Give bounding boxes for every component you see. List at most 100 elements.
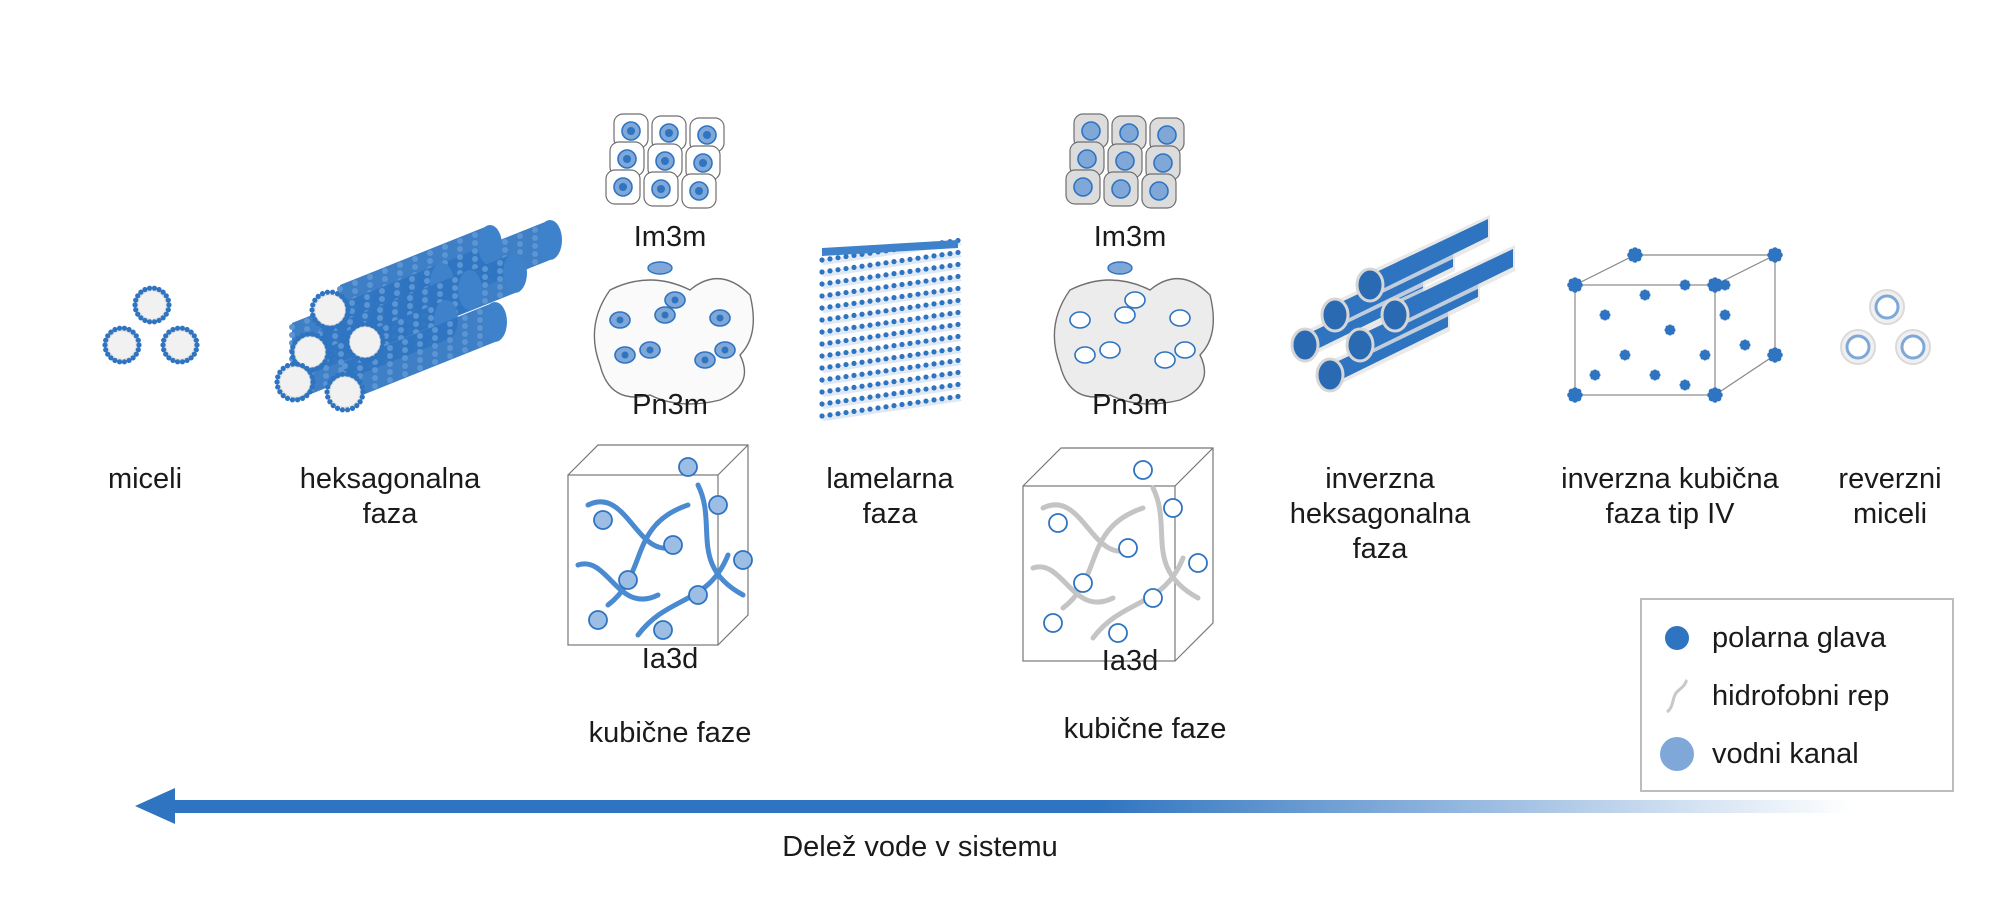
reverse-micelles-label-line1: reverzni	[1838, 463, 1942, 495]
lamellar-layer	[819, 333, 962, 361]
cubic-cell	[651, 115, 687, 151]
cubic-left-im3m-text: Im3m	[633, 221, 707, 253]
ia3d-hole	[688, 585, 708, 605]
ia3d-hole	[1143, 588, 1163, 608]
ia3d-hole	[593, 510, 613, 530]
cubic-cell	[643, 171, 679, 207]
reverse-micelle	[1869, 289, 1905, 325]
inverse-cubic-label-line2: faza tip IV	[1605, 498, 1735, 530]
hexagonal-rod-end	[344, 321, 386, 363]
cubic-cell	[1141, 173, 1177, 209]
hexagonal-phase-illustration	[274, 220, 562, 413]
lamellar-layer	[819, 357, 962, 385]
micelles-label-text: miceli	[107, 463, 183, 495]
cubic-im3m-illustration	[605, 113, 725, 209]
inverse-cubic-node	[1599, 309, 1611, 321]
micelle	[102, 325, 142, 365]
ia3d-hole	[1073, 573, 1093, 593]
cubic-right-ia3d-label: Ia3d	[1060, 644, 1200, 679]
ia3d-hole	[1163, 498, 1183, 518]
inverse-cubic-node	[1649, 369, 1661, 381]
legend-channel-text: vodni kanal	[1712, 737, 1859, 770]
lamellar-layer	[819, 297, 962, 325]
cubic-right-group-text: kubične faze	[1063, 713, 1227, 745]
inverse-cubic-node	[1739, 339, 1751, 351]
inverse-cubic-node	[1719, 309, 1731, 321]
inverse-cubic-node	[1719, 279, 1731, 291]
cubic-cell	[1069, 141, 1105, 177]
ia3d-channel	[695, 482, 746, 598]
cubic-cell	[1103, 171, 1139, 207]
ia3d-hole	[618, 570, 638, 590]
cubic-cell	[605, 169, 641, 205]
ia3d-channel	[1150, 485, 1201, 601]
lamellar-layer	[819, 261, 962, 289]
ia3d-channel	[1060, 505, 1146, 611]
inverse-cubic-node	[1567, 277, 1583, 293]
inverse-cubic-node	[1699, 349, 1711, 361]
inverse-cubic-node	[1627, 247, 1643, 263]
lamellar-layer	[819, 345, 962, 373]
lamellar-layer	[819, 369, 962, 397]
inverse-hex-rod	[1380, 245, 1515, 333]
inverse-hexagonal-label-line2: heksagonalna	[1289, 498, 1471, 530]
micelles-label: miceli	[95, 462, 195, 497]
inverse-hexagonal-label-line3: faza	[1352, 533, 1408, 565]
cubic-right-group-label: kubične faze	[1035, 712, 1255, 747]
inverse-hexagonal-label: inverzna heksagonalna faza	[1270, 462, 1490, 567]
cubic-left-ia3d-label: Ia3d	[600, 642, 740, 677]
cubic-right-im3m-label: Im3m	[1060, 220, 1200, 255]
inverse-hexagonal-label-line1: inverzna	[1325, 463, 1435, 495]
cubic-right-pn3m-text: Pn3m	[1092, 389, 1168, 421]
ia3d-hole	[1188, 553, 1208, 573]
axis-label: Delež vode v sistemu	[700, 830, 1140, 865]
water-content-arrow	[135, 788, 1852, 824]
ia3d-hole	[1048, 513, 1068, 533]
legend-item-tail: hidrofobni rep	[1642, 676, 1889, 716]
inverse-cubic-node	[1707, 277, 1723, 293]
lamellar-layer	[819, 309, 962, 337]
reverse-micelles-label-line2: miceli	[1852, 498, 1928, 530]
lamellar-layer	[819, 381, 962, 409]
inverse-cubic-node	[1639, 289, 1651, 301]
cubic-cell	[609, 141, 645, 177]
lamellar-label-line1: lamelarna	[826, 463, 954, 495]
ia3d-hole	[653, 620, 673, 640]
pn3m-network	[1053, 261, 1215, 405]
cubic-cell	[1065, 169, 1101, 205]
inverse-cubic-node	[1619, 349, 1631, 361]
hexagonal-rod	[342, 302, 507, 402]
lamellar-layer	[819, 273, 962, 301]
hexagonal-label: heksagonalna faza	[280, 462, 500, 532]
ia3d-cube	[567, 444, 753, 646]
inverse-cubic-node	[1589, 369, 1601, 381]
legend-tail-text: hidrofobni rep	[1712, 679, 1890, 712]
cubic-left-ia3d-text: Ia3d	[641, 643, 699, 675]
lamellar-top	[822, 240, 958, 256]
cubic-right-im3m-text: Im3m	[1093, 221, 1167, 253]
ia3d-hole	[663, 535, 683, 555]
ia3d-cube	[1022, 447, 1214, 662]
hexagonal-rod-end	[324, 371, 366, 413]
ia3d-hole	[588, 610, 608, 630]
cubic-left-pn3m-text: Pn3m	[632, 389, 708, 421]
inverse-cubic-node	[1664, 324, 1676, 336]
legend-head-text: polarna glava	[1712, 621, 1887, 654]
reverse-micelles-label: reverzni miceli	[1815, 462, 1965, 532]
lamellar-layer	[819, 249, 962, 277]
cubic-cell	[1107, 143, 1143, 179]
micelle	[160, 325, 200, 365]
hydrophobic-tail-icon	[1665, 678, 1689, 714]
cubic-cell	[689, 117, 725, 153]
cubic-left-im3m-label: Im3m	[600, 220, 740, 255]
hexagonal-label-line1: heksagonalna	[299, 463, 481, 495]
pn3m-network	[593, 261, 755, 405]
polar-head-icon	[1665, 626, 1689, 650]
cubic-ia3d-illustration	[567, 444, 753, 646]
cubic-cell	[647, 143, 683, 179]
ia3d-channel	[605, 502, 691, 608]
inverse-cubic-node	[1679, 379, 1691, 391]
inverse-cubic-label: inverzna kubična faza tip IV	[1540, 462, 1800, 532]
legend-item-head: polarna glava	[1642, 618, 1886, 658]
inverse-hexagonal-illustration	[1290, 215, 1515, 393]
